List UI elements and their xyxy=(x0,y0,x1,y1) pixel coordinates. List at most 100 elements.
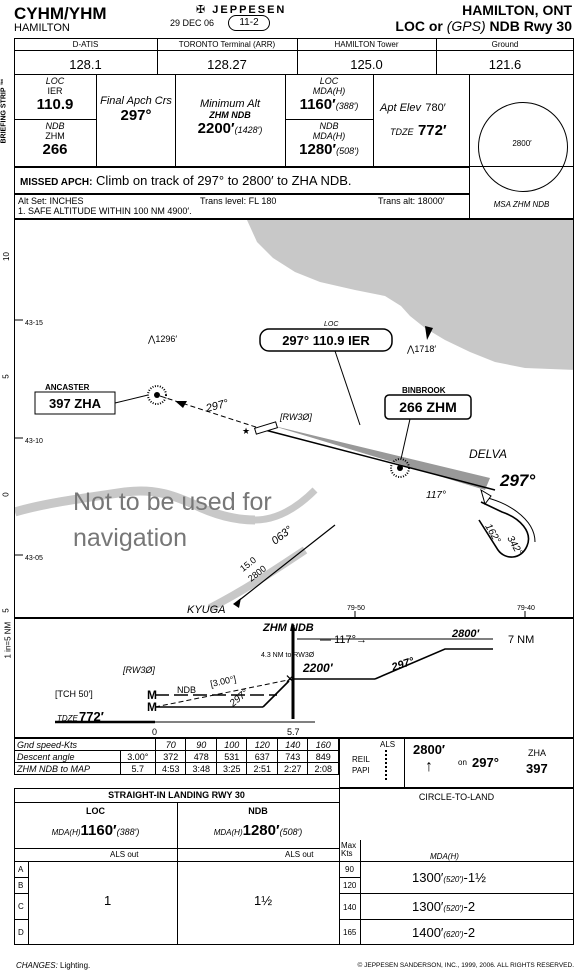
lon-label-7950: 79-50 xyxy=(347,605,365,612)
missed-point-m2-icon: M xyxy=(147,700,157,714)
safe-altitude-note: 1. SAFE ALTITUDE WITHIN 100 NM 4900′. xyxy=(18,206,192,216)
missed-crs: 297° xyxy=(472,755,499,770)
ancaster-name: ANCASTER xyxy=(45,383,90,392)
profile-alt-2800: 2800′ xyxy=(451,628,480,640)
binbrook-ndb-icon xyxy=(390,458,410,478)
circle-kts-120: 120 xyxy=(343,881,357,890)
runway-30-icon xyxy=(253,421,279,435)
obstacle-1296: ⋀1296′ xyxy=(147,334,177,344)
ancaster-text: 397 ZHA xyxy=(49,396,102,411)
airport-icao: CYHM/YHM xyxy=(14,4,107,23)
plan-view: 43-15 43-10 43-05 79-50 79-40 ⋀1296′ ⋀17… xyxy=(14,219,574,618)
final-course-label: 297° xyxy=(499,471,535,490)
profile-outbound-course: — 117°→ xyxy=(320,634,367,646)
profile-runway-label: [RW3Ø] xyxy=(122,665,155,675)
trans-level: Trans level: FL 180 xyxy=(200,196,277,206)
loc-als-out: ALS out xyxy=(110,850,139,859)
profile-view: ZHM NDB — 117°→ 2800′ 7 NM 297° 2200′ 4.… xyxy=(14,618,574,738)
missed-approach-text: MISSED APCH: Climb on track of 297° to 2… xyxy=(20,173,352,188)
comm-freq-terminal: 128.27 xyxy=(207,57,247,72)
comm-freq-ground: 121.6 xyxy=(488,57,522,72)
circle-min-ab: 1300′(520′)-1½ xyxy=(412,870,486,885)
binbrook-name: BINBROOK xyxy=(402,386,446,395)
missed-zha-label: ZHA xyxy=(528,748,546,758)
profile-ndb-name: ZHM NDB xyxy=(262,622,314,634)
msa-box xyxy=(469,74,574,219)
minimums-loc-label: LOC xyxy=(86,806,105,816)
ndb-als-out: ALS out xyxy=(285,850,314,859)
circle-kts-90: 90 xyxy=(345,865,354,874)
missed-approach-box xyxy=(14,167,470,194)
cat-b: B xyxy=(18,881,24,890)
als-label: ALS xyxy=(380,740,396,749)
comm-freq-tower: 125.0 xyxy=(350,57,383,72)
comm-label-atis: D-ATIS xyxy=(72,40,99,49)
profile-dist-0: 0 xyxy=(152,727,157,737)
minimums-ndb-mda: MDA(H)1280′(508′) xyxy=(213,822,303,839)
airport-elevation: Apt Elev 780′ xyxy=(380,102,446,114)
circle-min-c: 1300′(520′)-2 xyxy=(412,899,476,914)
msa-circle xyxy=(478,102,568,192)
missed-approach-icons xyxy=(339,738,574,788)
als-lights-icon xyxy=(385,750,389,780)
profile-inbound-course: 297° xyxy=(389,655,416,674)
binbrook-box xyxy=(384,394,472,420)
tdze: TDZE 772′ xyxy=(390,122,447,139)
circle-to-land-title: CIRCLE-TO-LAND xyxy=(418,792,495,802)
north-arrow-icon xyxy=(425,326,433,340)
minimums-box xyxy=(14,788,574,945)
copyright: © JEPPESEN SANDERSON, INC., 1999, 2006. … xyxy=(357,962,574,969)
ndb-info: NDB ZHM 266 xyxy=(42,121,68,158)
procedure-turn-out-label: 162° xyxy=(482,522,502,545)
circle-kts-165: 165 xyxy=(343,928,357,937)
loc-visibility: 1 xyxy=(104,893,112,908)
reil-label: REIL xyxy=(352,755,370,764)
trans-alt: Trans alt: 18000′ xyxy=(378,196,445,206)
chart-date: 29 DEC 06 xyxy=(170,18,215,28)
hold-outbound-label: 117° xyxy=(426,490,446,501)
watermark-line2: navigation xyxy=(73,524,187,552)
altimeter-box xyxy=(14,194,470,219)
comm-label-terminal: TORONTO Terminal (ARR) xyxy=(178,40,276,49)
lon-label-7940: 79-40 xyxy=(517,605,535,612)
watermark-line1: Not to be used for xyxy=(73,488,272,516)
straight-in-title: STRAIGHT-IN LANDING RWY 30 xyxy=(108,790,245,800)
profile-tch-label: [TCH 50′] xyxy=(55,689,93,699)
lake-water xyxy=(247,220,573,370)
river xyxy=(15,486,256,525)
scale-10: 10 xyxy=(1,252,11,261)
missed-point-m-icon: M xyxy=(147,688,157,702)
lat-label-4315: 43-15 xyxy=(25,320,43,327)
max-kts-label: Max Kts xyxy=(341,841,357,858)
brand-logo: ✠ JEPPESEN xyxy=(196,4,287,16)
profile-angle-label: [3.00°] xyxy=(209,674,237,689)
kyuga-transition-track xyxy=(236,524,336,603)
profile-tdze-value: 772′ xyxy=(79,709,104,724)
comm-label-tower: HAMILTON Tower xyxy=(334,40,399,49)
jeppesen-logo-icon: ✠ xyxy=(196,4,208,16)
cat-a: A xyxy=(18,865,24,874)
profile-inbound-track xyxy=(374,648,493,680)
msa-altitude: 2800′ xyxy=(512,139,532,148)
missed-climb-alt: 2800′ xyxy=(413,742,446,757)
binbrook-text: 266 ZHM xyxy=(399,399,457,415)
scale-5: 5 xyxy=(1,374,11,379)
final-approach-course: Final Apch Crs 297° xyxy=(100,95,172,124)
loc-callout-label: LOC xyxy=(324,321,339,328)
profile-tdze-label: TDZE xyxy=(57,714,79,723)
profile-dist-57: 5.7 xyxy=(287,727,300,737)
profile-ndb-label: NDB xyxy=(177,685,196,695)
obstacle-1718: ⋀1718′ xyxy=(406,344,436,354)
briefing-strip-label: BRIEFING STRIP ™ xyxy=(0,78,8,144)
minimums-loc-mda: MDA(H)1160′(388′) xyxy=(51,822,140,839)
circle-mda-label: MDA(H) xyxy=(430,852,459,861)
circle-kts-140: 140 xyxy=(343,903,357,912)
fix-x-icon: ✕ xyxy=(285,672,295,686)
profile-alt-2200: 2200′ xyxy=(302,661,334,675)
minimum-altitude: Minimum Alt ZHM NDB 2200′(1428′) xyxy=(197,98,263,137)
lat-label-4305: 43-05 xyxy=(25,555,43,562)
loc-callout-box xyxy=(259,328,393,352)
ndb-visibility: 1½ xyxy=(254,893,273,908)
